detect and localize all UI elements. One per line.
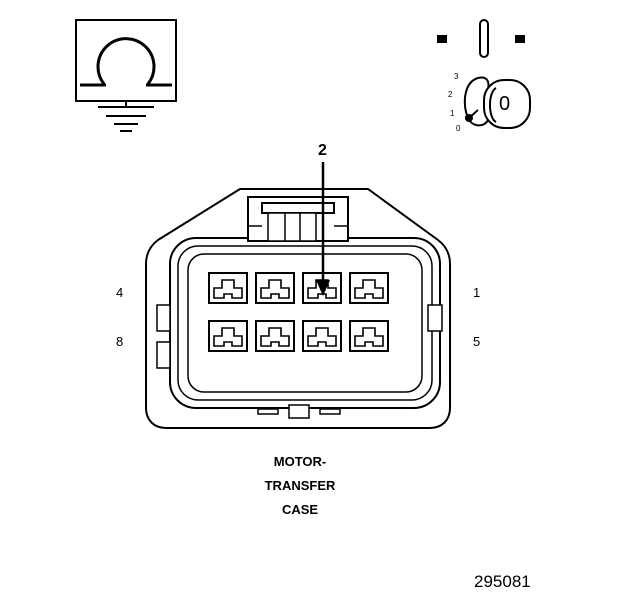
pin-cavity	[255, 272, 295, 304]
pin-cavity	[255, 320, 295, 352]
ignition-position-2: 2	[448, 90, 453, 99]
ohm-symbol	[75, 19, 177, 102]
connector-bottom-marks	[257, 404, 341, 419]
pin-cavity	[208, 272, 248, 304]
disconnect-icon	[437, 19, 525, 58]
pin-label-8: 8	[116, 334, 124, 349]
figure-number: 295081	[474, 572, 531, 591]
pin-cavity	[349, 320, 389, 352]
ignition-position-3: 3	[454, 72, 459, 81]
highlighted-pin-label: 2	[318, 142, 327, 159]
ignition-position-0: 0	[456, 124, 461, 133]
pin-label-5: 5	[473, 334, 481, 349]
pin-arrow	[316, 162, 330, 296]
pin-cavity	[208, 320, 248, 352]
pin-label-4: 4	[116, 285, 124, 300]
connector-latch	[247, 196, 349, 242]
connector-side-tabs	[156, 304, 443, 369]
caption-line-2: TRANSFER	[264, 478, 336, 493]
pin-cavity	[349, 272, 389, 304]
pin-label-1: 1	[473, 285, 481, 300]
pin-cavity	[302, 320, 342, 352]
caption-line-3: CASE	[281, 502, 319, 517]
caption-line-1: MOTOR-	[273, 454, 327, 469]
ground-icon	[98, 101, 154, 132]
ignition-key-label: 0	[499, 93, 511, 115]
ignition-key-icon	[463, 76, 531, 129]
pin-cavities	[208, 272, 389, 352]
ignition-position-1: 1	[450, 109, 455, 118]
